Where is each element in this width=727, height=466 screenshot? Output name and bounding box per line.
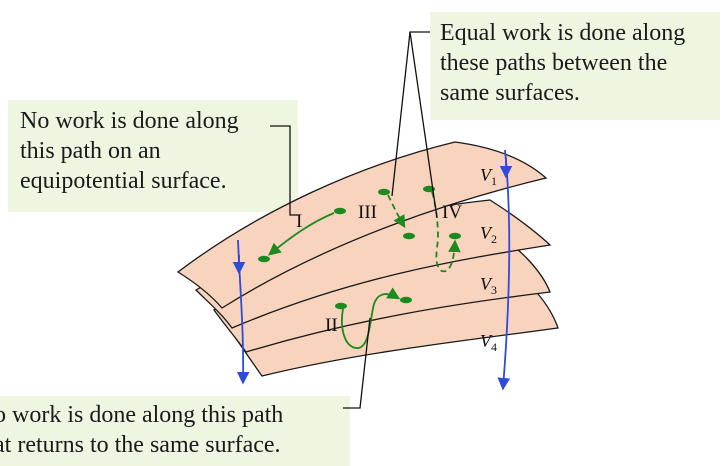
path-label-iv: IV — [442, 202, 462, 223]
path-label-i: I — [296, 211, 302, 232]
path-ii-end-point — [400, 297, 412, 303]
path-iii-start-point — [378, 189, 390, 195]
path-iii-end-point — [403, 233, 415, 239]
path-i-end-point — [258, 256, 270, 262]
path-label-iii: III — [358, 202, 377, 223]
path-iv-end-point — [449, 233, 461, 239]
path-i-start-point — [334, 208, 346, 214]
path-label-ii: II — [325, 315, 338, 336]
path-ii-start-point — [335, 303, 347, 309]
